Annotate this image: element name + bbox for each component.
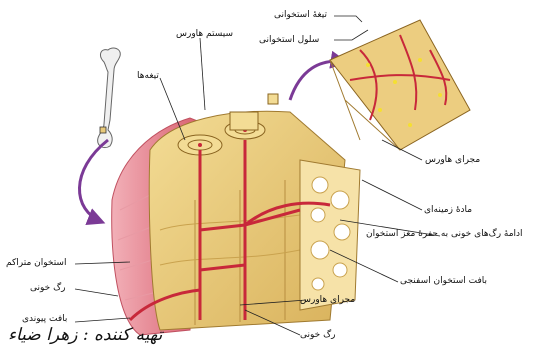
label-ground-substance: مادهٔ زمینه‌ای bbox=[424, 206, 472, 215]
spongy-bone bbox=[300, 160, 360, 310]
label-osteocyte: سلول استخوانی bbox=[259, 36, 319, 45]
label-compact-bone: استخوان متراکم bbox=[6, 259, 66, 268]
zoom-arrow-left bbox=[79, 140, 108, 222]
label-blood-vessel-bottom: رگ خونی bbox=[300, 331, 335, 340]
label-haversian-canal-bottom: مجرای هاورس bbox=[300, 296, 355, 305]
femur-icon bbox=[98, 48, 121, 148]
label-haversian-system: سیستم هاورس bbox=[176, 30, 233, 39]
author-credit: تهیه کننده : زهرا ضیاء bbox=[8, 325, 162, 345]
zoomed-inset bbox=[330, 20, 470, 150]
label-lamellae: تیغه‌ها bbox=[137, 72, 159, 81]
label-haversian-canal-right: مجرای هاورس bbox=[425, 156, 480, 165]
label-spongy-bone: بافت استخوان اسفنجی bbox=[400, 277, 487, 286]
label-vessel-continuation: ادامهٔ رگ‌های خونی به حفرهٔ مغز استخوان bbox=[366, 230, 523, 239]
label-blood-vessel-left: رگ خونی bbox=[30, 284, 65, 293]
label-connective-tissue: بافت پیوندی bbox=[22, 315, 67, 324]
label-bone-lamella: تیغهٔ استخوانی bbox=[274, 11, 327, 20]
